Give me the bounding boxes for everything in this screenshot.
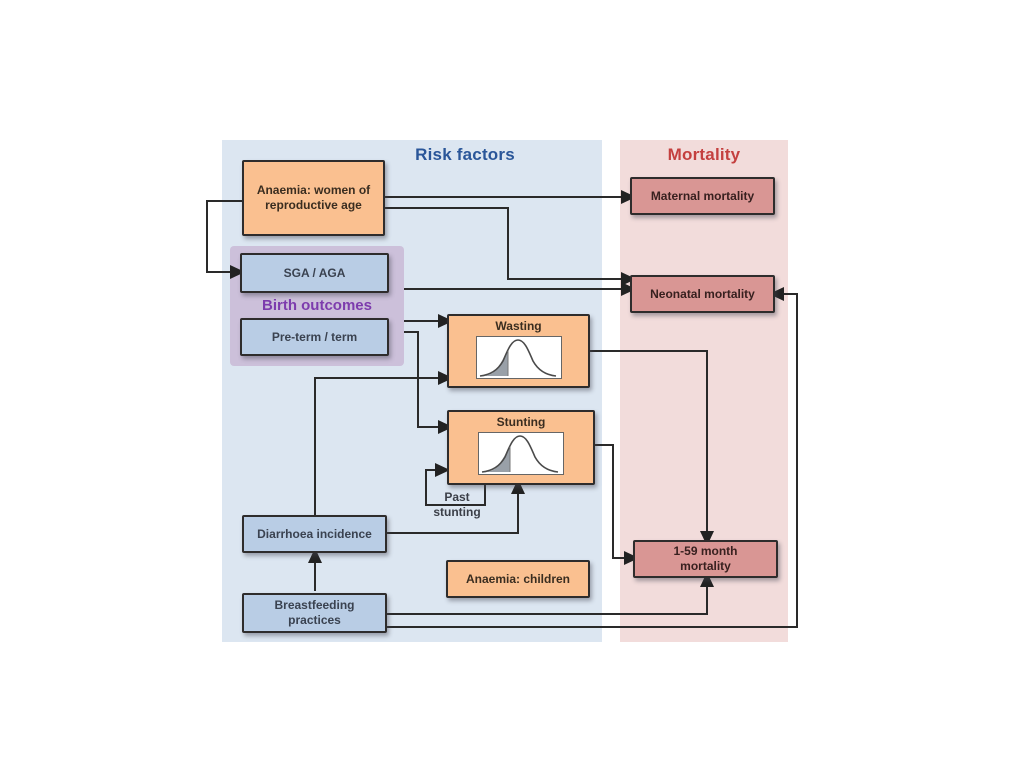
node-diarrhoea: Diarrhoea incidence [242,515,387,553]
birth-outcomes-label: Birth outcomes [261,297,372,314]
node-maternal-mortality-label: Maternal mortality [650,188,755,203]
node-1-59-month-mortality-label-line1: 1-59 month [673,544,738,558]
node-1-59-month-mortality-label-line2: mortality [680,559,731,573]
past-stunting-label-line1: Past [444,490,470,504]
node-preterm-label: Pre-term / term [271,329,358,344]
node-sga-aga-label: SGA / AGA [283,265,346,280]
mortality-title: Mortality [667,145,741,164]
node-anaemia-women-label-line1: Anaemia: women of [256,183,371,197]
node-breastfeeding: Breastfeeding practices [242,593,387,633]
risk-factors-title: Risk factors [415,145,515,164]
node-anaemia-children-label: Anaemia: children [465,571,571,586]
node-breastfeeding-label-line2: practices [288,613,341,627]
node-anaemia-women: Anaemia: women of reproductive age [242,160,385,236]
wasting-distribution-curve-icon [475,336,562,379]
node-breastfeeding-label-line1: Breastfeeding [274,598,355,612]
node-stunting: Stunting [447,410,595,485]
past-stunting-label: Past stunting [424,490,490,519]
node-wasting-label: Wasting [495,319,542,333]
node-preterm: Pre-term / term [240,318,389,356]
stunting-distribution-curve-icon [478,432,564,475]
past-stunting-label-line2: stunting [433,504,481,519]
node-1-59-month-mortality: 1-59 month mortality [633,540,778,578]
node-neonatal-mortality: Neonatal mortality [630,275,775,313]
node-neonatal-mortality-label: Neonatal mortality [650,286,755,301]
node-stunting-label: Stunting [496,415,546,429]
node-anaemia-children: Anaemia: children [446,560,590,598]
node-diarrhoea-label: Diarrhoea incidence [257,526,372,541]
node-anaemia-women-label-line2: reproductive age [265,198,362,212]
node-wasting: Wasting [447,314,590,388]
node-maternal-mortality: Maternal mortality [630,177,775,215]
node-sga-aga: SGA / AGA [240,253,389,293]
